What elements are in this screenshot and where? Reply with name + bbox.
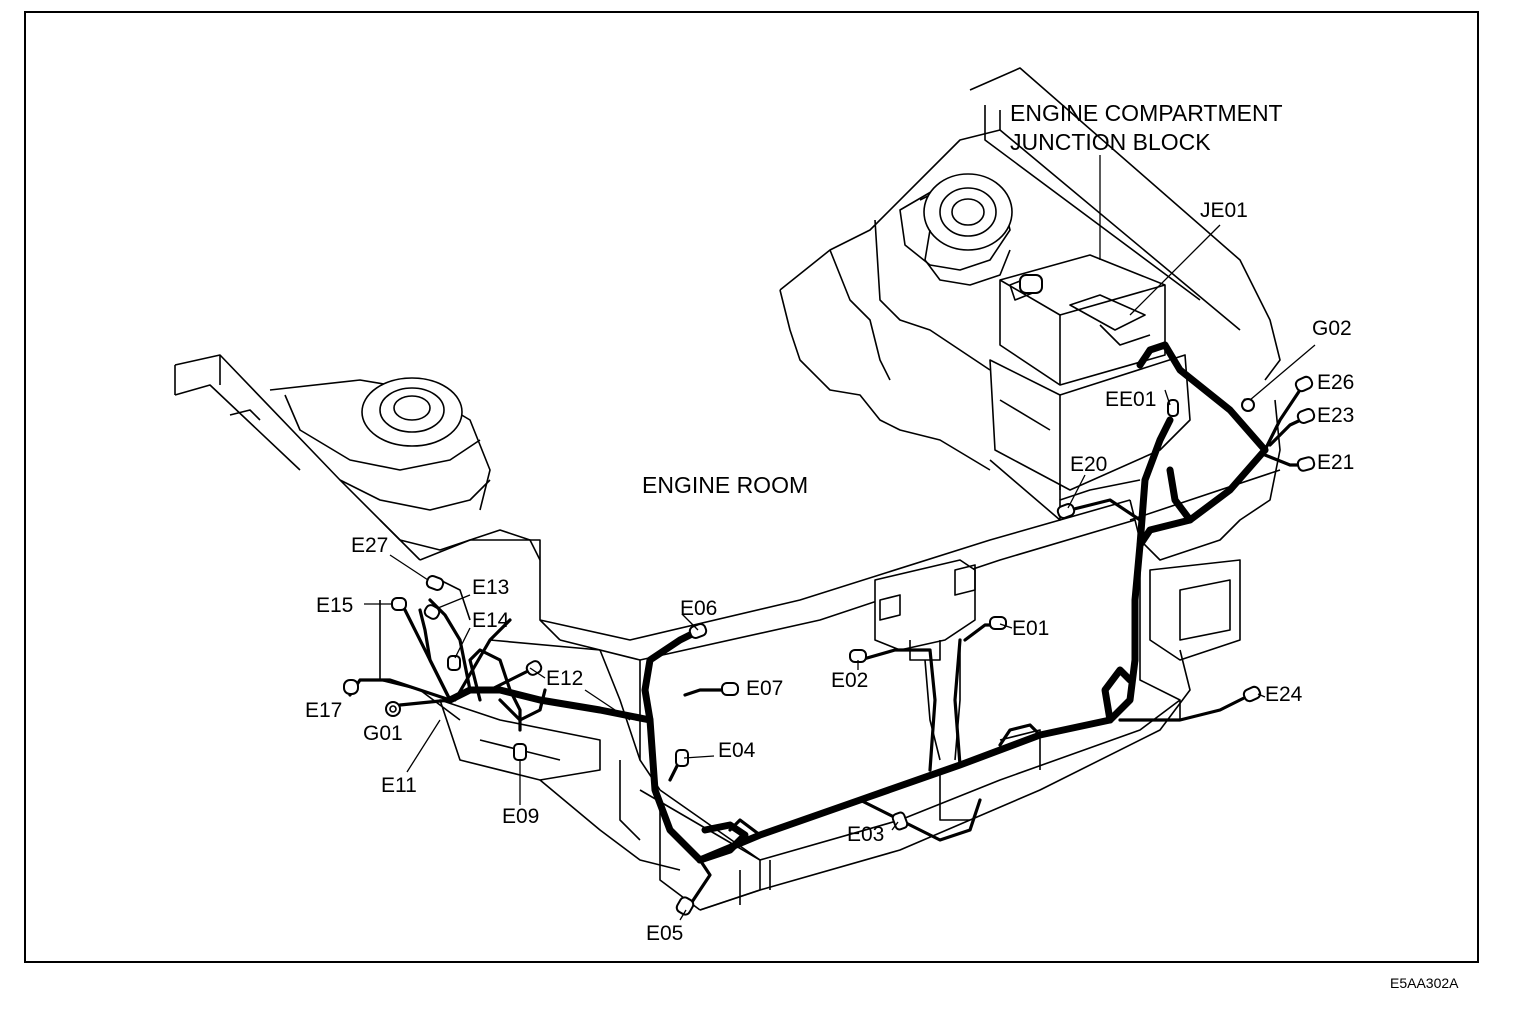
- label-e03: E03: [847, 823, 884, 846]
- label-e06: E06: [680, 597, 717, 620]
- label-e05: E05: [646, 922, 683, 945]
- label-e02: E02: [831, 669, 868, 692]
- junction-block: [989, 254, 1191, 491]
- label-e09: E09: [502, 805, 539, 828]
- center-bracket: [874, 559, 976, 761]
- figure-code: E5AA302A: [1390, 975, 1459, 991]
- label-e23: E23: [1317, 404, 1354, 427]
- label-e17: E17: [305, 699, 342, 722]
- label-e24: E24: [1265, 683, 1303, 706]
- label-ee01: EE01: [1105, 388, 1156, 411]
- label-e04: E04: [718, 739, 756, 762]
- junction-block-label-line1: ENGINE COMPARTMENT: [1010, 100, 1283, 126]
- left-strut-tower: [361, 377, 463, 447]
- main-harness: [446, 341, 1269, 864]
- label-e20: E20: [1070, 453, 1107, 476]
- label-e15: E15: [316, 594, 353, 617]
- label-je01: JE01: [1200, 199, 1248, 222]
- label-g02: G02: [1312, 317, 1352, 340]
- label-e14: E14: [472, 609, 510, 632]
- label-e13: E13: [472, 576, 509, 599]
- connectors: [343, 274, 1316, 916]
- engine-room-label: ENGINE ROOM: [642, 472, 808, 498]
- right-strut-tower: [923, 173, 1013, 286]
- front-cross-member: [439, 499, 1191, 911]
- label-e01: E01: [1012, 617, 1049, 640]
- label-e12: E12: [546, 667, 583, 690]
- label-g01: G01: [363, 722, 403, 745]
- diagram-frame: [24, 11, 1479, 963]
- junction-block-label-line2: JUNCTION BLOCK: [1010, 129, 1211, 155]
- label-e21: E21: [1317, 451, 1354, 474]
- label-e26: E26: [1317, 371, 1354, 394]
- leader-lines: [364, 155, 1316, 921]
- label-e07: E07: [746, 677, 783, 700]
- label-e27: E27: [351, 534, 388, 557]
- label-e11: E11: [381, 774, 417, 797]
